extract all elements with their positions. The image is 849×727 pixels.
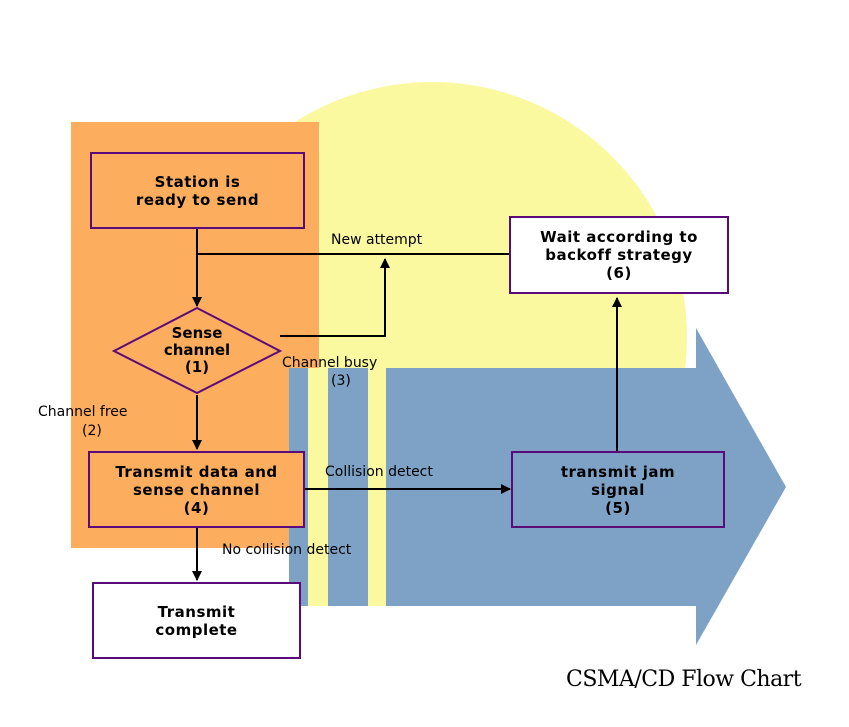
label-channel-busy: Channel busy [282,355,378,371]
node-transmit-jam-line2: signal [591,480,645,499]
label-new-attempt: New attempt [331,232,423,248]
node-station-ready-line1: Station is [154,172,241,191]
label-channel-free-step: (2) [82,423,102,439]
node-transmit-data-line2: sense channel [133,480,260,499]
node-transmit-jam: transmit jam signal (5) [511,451,725,528]
node-transmit-complete-line2: complete [155,620,238,639]
node-transmit-complete: Transmit complete [92,582,301,659]
diagram-caption: CSMA/CD Flow Chart [566,667,802,692]
edge-channel-busy [280,258,390,337]
blue-stripe-2 [328,368,368,606]
node-sense-channel: Sense channel (1) [137,325,257,376]
node-sense-channel-line1: Sense [171,324,223,342]
node-transmit-data-step: (4) [183,498,210,517]
node-wait-backoff-step: (6) [606,264,632,282]
node-wait-backoff: Wait according to backoff strategy (6) [509,216,729,294]
yellow-stripe-1 [308,368,328,606]
node-wait-backoff-line1: Wait according to [540,228,698,246]
node-transmit-jam-line1: transmit jam [560,462,676,481]
node-sense-channel-step: (1) [184,358,210,376]
label-no-collision-detect: No collision detect [222,542,352,558]
node-station-ready: Station is ready to send [90,152,305,229]
node-station-ready-line2: ready to send [135,190,260,209]
sense-channel-diamond [111,306,283,395]
node-transmit-jam-step: (5) [605,498,631,517]
node-transmit-data-line1: Transmit data and [115,462,278,481]
label-collision-detect: Collision detect [325,464,433,480]
node-transmit-data: Transmit data and sense channel (4) [88,451,305,528]
label-channel-free: Channel free [38,404,128,420]
label-channel-busy-step: (3) [331,373,351,389]
node-sense-channel-line2: channel [163,341,231,359]
node-transmit-complete-line1: Transmit [157,602,236,621]
node-wait-backoff-line2: backoff strategy [545,246,693,264]
yellow-stripe-2 [368,368,386,606]
